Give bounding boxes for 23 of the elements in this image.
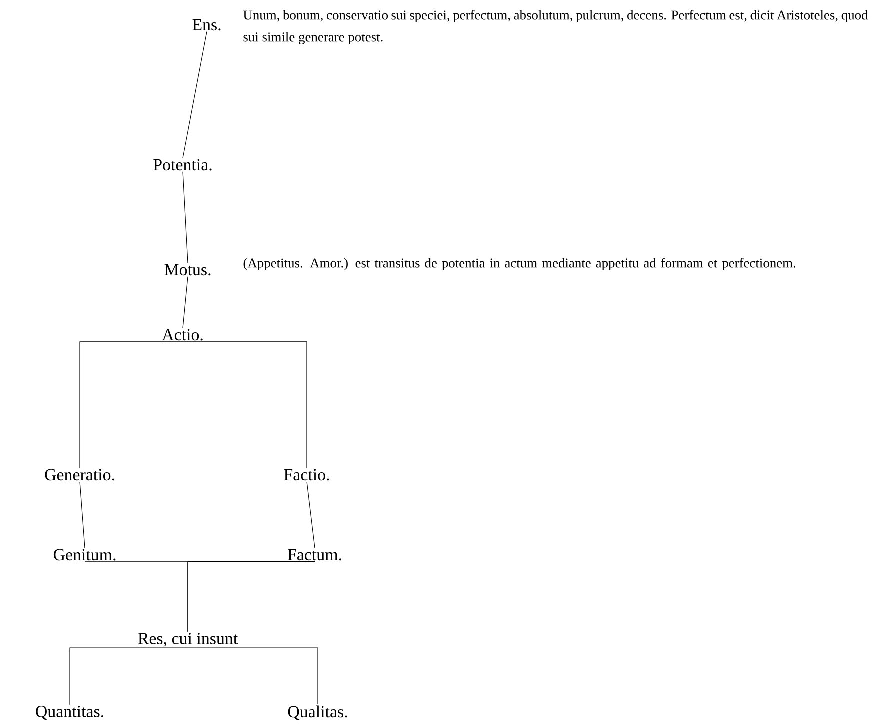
connector-line [306, 482, 316, 548]
node-label: Qualitas. [288, 706, 348, 720]
node-label: Quantitas. [36, 706, 104, 720]
connector-line [188, 562, 316, 632]
node-label: Factum. [288, 549, 342, 561]
connector-line [182, 276, 188, 328]
description-text: Unum, bonum, conservatio sui speciei, perfectum, absolutum, pulcrum, decens. Perfectum est, dicit Aristoteles, quod sui simile generare potest. [244, 10, 868, 44]
node-label: Motus. [164, 264, 211, 276]
connector-line [70, 648, 188, 706]
node-label: Actio. [162, 329, 203, 341]
connector-line [182, 32, 208, 158]
node-label: Factio. [284, 469, 330, 481]
node-label: Genitum. [54, 549, 116, 561]
node-label: Potentia. [154, 159, 212, 171]
connector-line [80, 342, 184, 468]
connector-line [80, 482, 86, 548]
connector-line [182, 342, 308, 468]
node-label: Res, cui insunt [138, 633, 238, 647]
connector-line [182, 172, 188, 264]
connector-line [188, 648, 318, 705]
description-text: (Appetitus. Amor.) est transitus de potentia in actum mediante appetitu ad formam et perfectionem. [244, 258, 796, 271]
node-label: Generatio. [45, 469, 114, 481]
node-label: Ens. [192, 19, 221, 31]
